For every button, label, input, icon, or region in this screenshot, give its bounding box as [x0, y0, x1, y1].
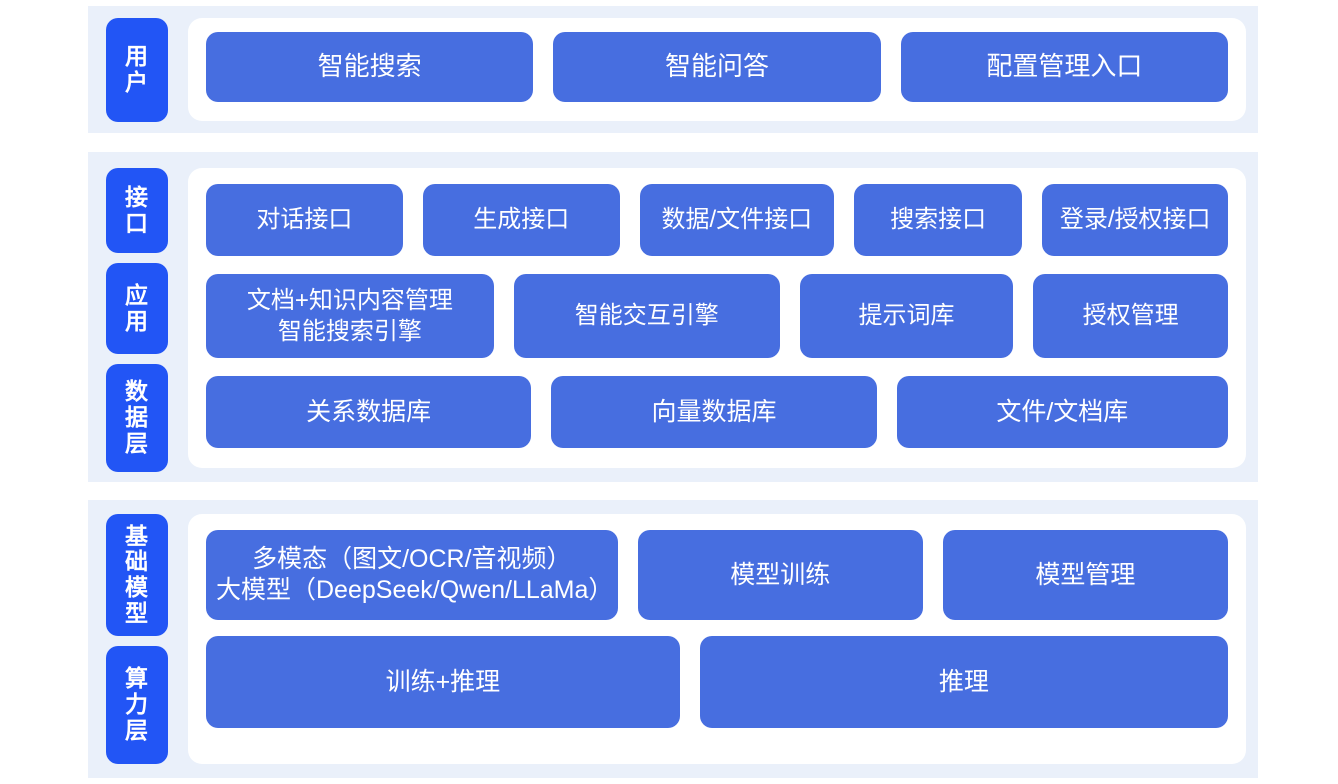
row-compute-layer: 训练+推理 推理: [206, 636, 1228, 728]
node-smart-search[interactable]: 智能搜索: [206, 32, 534, 102]
node-search-api[interactable]: 搜索接口: [853, 184, 1023, 256]
node-relational-database[interactable]: 关系数据库: [206, 376, 532, 448]
layer-label-user: 用户: [106, 17, 168, 122]
node-config-management-entry[interactable]: 配置管理入口: [900, 32, 1228, 102]
node-data-file-api[interactable]: 数据/文件接口: [639, 184, 834, 256]
node-document-knowledge-management[interactable]: 文档+知识内容管理 智能搜索引擎: [206, 274, 494, 358]
node-vector-database[interactable]: 向量数据库: [551, 376, 877, 448]
row-interface: 对话接口 生成接口 数据/文件接口 搜索接口 登录/授权接口: [206, 184, 1229, 256]
node-model-management[interactable]: 模型管理: [942, 530, 1228, 620]
layer-label-compute: 算力层: [106, 646, 168, 764]
node-authorization-management[interactable]: 授权管理: [1033, 274, 1228, 358]
layer-band-infrastructure: 基础模型 算力层 多模态（图文/OCR/音视频） 大模型（DeepSeek/Qw…: [88, 500, 1258, 778]
layer-label-foundation-model: 基础模型: [106, 514, 168, 636]
node-training-and-inference[interactable]: 训练+推理: [206, 636, 680, 728]
node-smart-interaction-engine[interactable]: 智能交互引擎: [513, 274, 780, 358]
layer-label-column-user: 用户: [106, 6, 168, 133]
layer-label-application: 应用: [106, 263, 168, 355]
layer-card-platform: 对话接口 生成接口 数据/文件接口 搜索接口 登录/授权接口 文档+知识内容管理…: [188, 168, 1246, 468]
layer-label-column-platform: 接口 应用 数据层: [106, 152, 168, 482]
node-inference[interactable]: 推理: [699, 636, 1228, 728]
layer-label-column-infrastructure: 基础模型 算力层: [106, 500, 168, 778]
node-dialog-api[interactable]: 对话接口: [206, 184, 403, 256]
row-user-entries: 智能搜索 智能问答 配置管理入口: [206, 32, 1228, 102]
node-login-auth-api[interactable]: 登录/授权接口: [1042, 184, 1229, 256]
layer-band-user: 用户 智能搜索 智能问答 配置管理入口: [88, 6, 1258, 133]
node-smart-qa[interactable]: 智能问答: [553, 32, 881, 102]
row-foundation-model: 多模态（图文/OCR/音视频） 大模型（DeepSeek/Qwen/LLaMa）…: [206, 530, 1228, 620]
layer-band-platform: 接口 应用 数据层 对话接口 生成接口 数据/文件接口: [88, 152, 1258, 482]
layer-card-infrastructure: 多模态（图文/OCR/音视频） 大模型（DeepSeek/Qwen/LLaMa）…: [188, 514, 1246, 764]
row-data-layer: 关系数据库 向量数据库 文件/文档库: [206, 376, 1228, 448]
node-prompt-library[interactable]: 提示词库: [799, 274, 1014, 358]
node-file-document-store[interactable]: 文件/文档库: [896, 376, 1228, 448]
layer-card-user: 智能搜索 智能问答 配置管理入口: [188, 18, 1246, 121]
node-multimodal-large-model[interactable]: 多模态（图文/OCR/音视频） 大模型（DeepSeek/Qwen/LLaMa）: [206, 530, 618, 620]
layer-label-interface: 接口: [106, 168, 168, 254]
node-generation-api[interactable]: 生成接口: [422, 184, 620, 256]
layer-label-data: 数据层: [106, 364, 168, 472]
node-model-training[interactable]: 模型训练: [637, 530, 923, 620]
row-application: 文档+知识内容管理 智能搜索引擎 智能交互引擎 提示词库 授权管理: [206, 274, 1228, 358]
